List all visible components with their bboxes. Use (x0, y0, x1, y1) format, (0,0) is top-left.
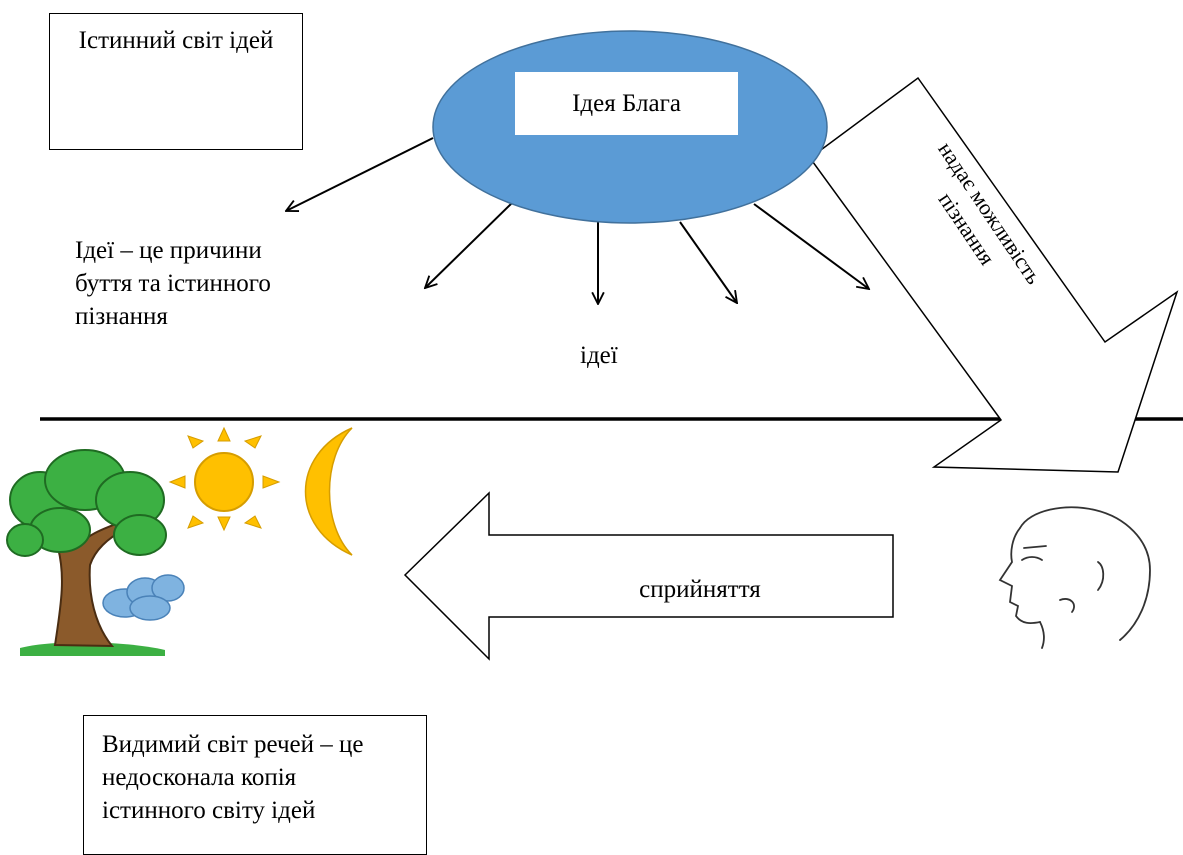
perception-block-arrow (403, 491, 894, 661)
ray-arrow (286, 137, 434, 211)
idea-of-good-label-box (515, 72, 738, 135)
visible-world-box: Видимий світ речей – це недосконала копі… (83, 715, 427, 855)
true-world-title: Істинний світ ідей (78, 27, 274, 54)
idea-of-good-label: Ідея Блага (572, 90, 681, 117)
visible-world-text: Видимий світ речей – це недосконала копі… (102, 731, 364, 824)
cloud-icon (102, 574, 185, 621)
ideas-causes-text: Ідеї – це причини буття та істинного піз… (75, 237, 271, 330)
ideas-label: ідеї (580, 342, 618, 369)
tree-icon (6, 449, 167, 656)
true-world-box: Істинний світ ідей (49, 13, 303, 150)
human-head-icon (998, 506, 1151, 649)
ray-arrow (679, 221, 737, 303)
knowledge-block-arrow (808, 76, 1179, 473)
moon-icon (304, 427, 353, 556)
sun-icon (168, 426, 281, 532)
perception-label: сприйняття (639, 576, 761, 603)
ray-arrow (753, 203, 869, 289)
ray-arrow (425, 201, 514, 288)
idea-rays (286, 137, 869, 304)
